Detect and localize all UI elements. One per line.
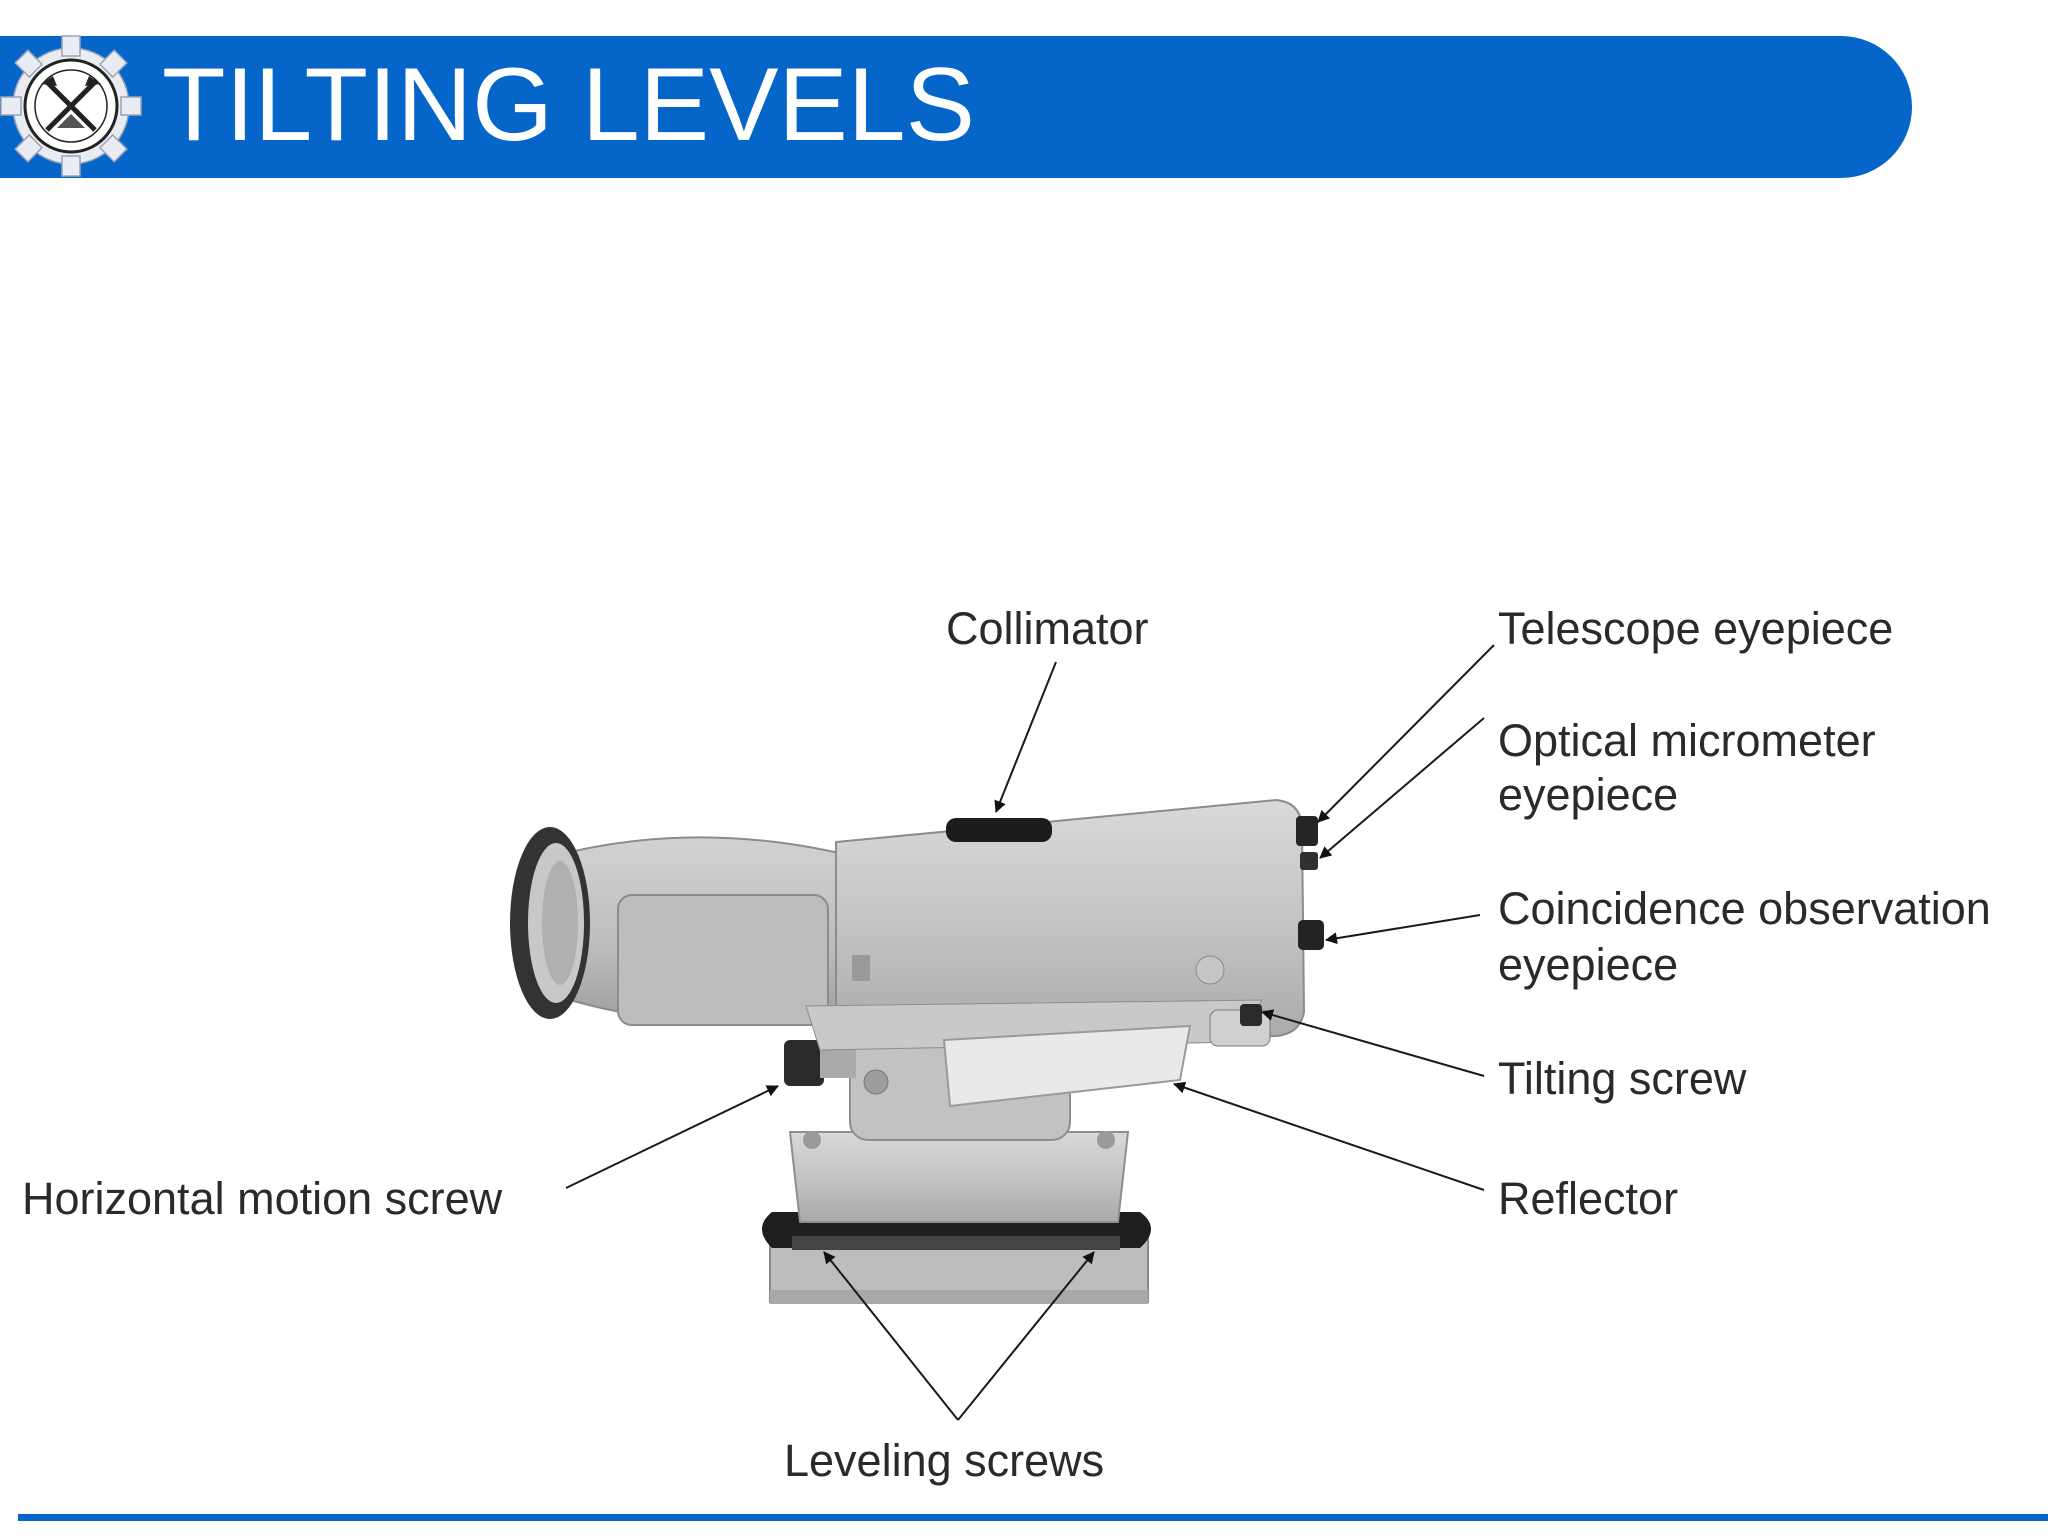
label-coincidence-line2: eyepiece bbox=[1498, 939, 1678, 990]
footer-rule bbox=[18, 1514, 2048, 1521]
gear-emblem-icon bbox=[0, 35, 142, 177]
label-telescope-eyepiece: Telescope eyepiece bbox=[1498, 603, 1893, 654]
title-bar bbox=[0, 36, 1912, 178]
label-reflector: Reflector bbox=[1498, 1173, 1678, 1224]
level-instrument bbox=[510, 798, 1324, 1304]
label-tilting-screw: Tilting screw bbox=[1498, 1053, 1747, 1104]
label-optical-micrometer-line1: Optical micrometer bbox=[1498, 715, 1876, 766]
slide-title: TILTING LEVELS bbox=[162, 47, 976, 163]
label-coincidence-line1: Coincidence observation bbox=[1498, 883, 1991, 934]
leader-lines bbox=[565, 644, 1495, 1421]
label-optical-micrometer-line2: eyepiece bbox=[1498, 769, 1678, 820]
label-collimator: Collimator bbox=[946, 603, 1149, 654]
label-leveling-screws: Leveling screws bbox=[784, 1435, 1104, 1486]
label-horizontal-motion-screw: Horizontal motion screw bbox=[22, 1173, 503, 1224]
